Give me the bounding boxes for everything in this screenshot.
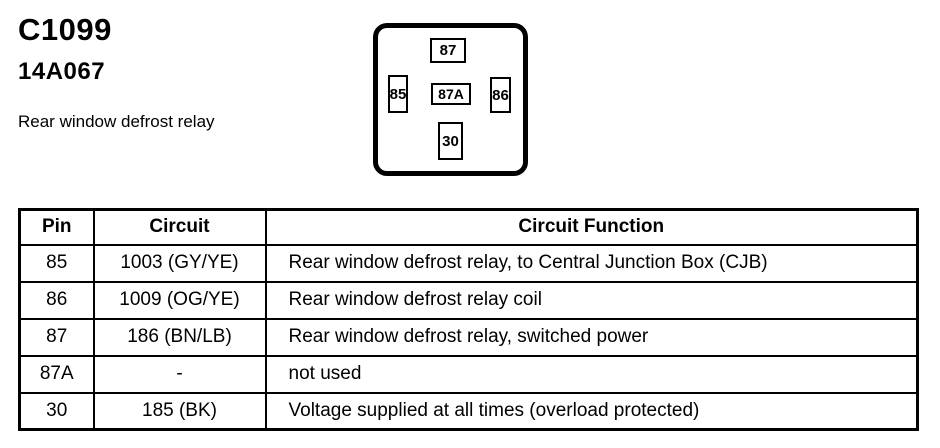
table-row-pin-85: 85 1003 (GY/YE) Rear window defrost rela… [18,243,919,283]
pin-cell: 30 [18,391,95,431]
column-header-pin: Pin [18,208,95,246]
pin-box-85: 85 [388,75,408,113]
pin-box-30: 30 [438,122,463,160]
pin-cell: 86 [18,280,95,320]
pinout-table: Pin Circuit Circuit Function 85 1003 (GY… [18,208,919,431]
pin-box-87: 87 [430,38,466,63]
table-row-pin-87: 87 186 (BN/LB) Rear window defrost relay… [18,317,919,357]
pin-box-86: 86 [490,77,511,113]
circuit-cell: 186 (BN/LB) [92,317,267,357]
circuit-cell: 1003 (GY/YE) [92,243,267,283]
column-header-circuit-function: Circuit Function [264,208,919,246]
table-row-pin-86: 86 1009 (OG/YE) Rear window defrost rela… [18,280,919,320]
function-cell: Rear window defrost relay, to Central Ju… [264,243,919,283]
circuit-cell: - [92,354,267,394]
relay-connector-diagram: 87 85 87A 86 30 [373,23,528,176]
connector-description: Rear window defrost relay [18,112,215,131]
circuit-cell: 1009 (OG/YE) [92,280,267,320]
function-cell: not used [264,354,919,394]
column-header-circuit: Circuit [92,208,267,246]
table-row-pin-30: 30 185 (BK) Voltage supplied at all time… [18,391,919,431]
pin-cell: 87 [18,317,95,357]
pin-cell: 85 [18,243,95,283]
table-row-pin-87a: 87A - not used [18,354,919,394]
function-cell: Rear window defrost relay coil [264,280,919,320]
function-cell: Rear window defrost relay, switched powe… [264,317,919,357]
part-number: 14A067 [18,58,106,85]
pin-cell: 87A [18,354,95,394]
function-cell: Voltage supplied at all times (overload … [264,391,919,431]
doc-header: C1099 14A067 Rear window defrost relay [18,14,215,130]
table-header-row: Pin Circuit Circuit Function [18,208,919,246]
pin-box-87a: 87A [431,83,471,105]
circuit-cell: 185 (BK) [92,391,267,431]
connector-id: C1099 [18,12,112,47]
